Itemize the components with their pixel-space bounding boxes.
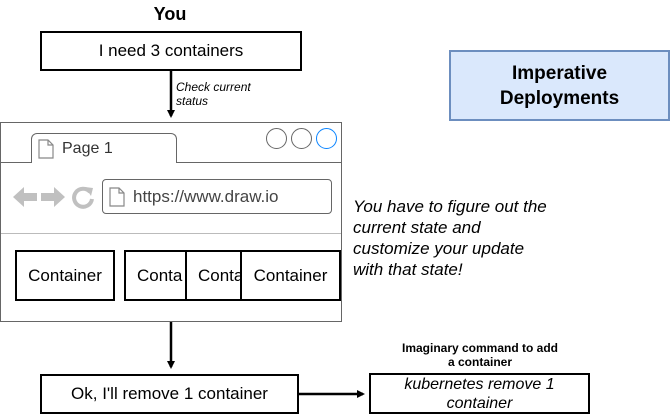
request-text: I need 3 containers	[98, 41, 244, 60]
command-line-1: kubernetes remove 1	[404, 375, 555, 393]
explanation-note: You have to figure out the current state…	[353, 196, 583, 280]
container-label: Container	[28, 265, 102, 285]
remove-text: Ok, I'll remove 1 container	[71, 384, 268, 403]
you-label: You	[153, 4, 187, 24]
note-line: with that state!	[353, 260, 463, 279]
title-line-1: Imperative	[511, 62, 608, 84]
url-bar[interactable]: https://www.draw.io	[102, 179, 332, 214]
command-box: kubernetes remove 1 container	[369, 373, 590, 414]
container-label: Conta	[198, 265, 244, 285]
close-button[interactable]	[316, 128, 337, 149]
page-icon	[38, 138, 54, 159]
reload-icon[interactable]	[71, 185, 95, 214]
check-line-1: Check current	[176, 80, 251, 94]
check-line-2: status	[176, 94, 209, 108]
maximize-button[interactable]	[291, 128, 312, 149]
forward-arrow-icon[interactable]	[40, 185, 66, 212]
container-label: Conta	[137, 265, 183, 285]
container-box: Conta	[124, 250, 196, 301]
command-caption-line-1: Imaginary command to add	[401, 341, 559, 355]
check-status-label: Check current status	[176, 80, 251, 108]
title-line-2: Deployments	[499, 87, 620, 109]
container-box: Container	[15, 250, 115, 301]
tab-label: Page 1	[62, 139, 113, 157]
command-caption: Imaginary command to add a container	[390, 341, 570, 369]
container-box: Conta	[185, 250, 245, 301]
note-line: You have to figure out the	[353, 197, 547, 216]
container-label: Container	[253, 265, 328, 285]
url-page-icon	[109, 186, 125, 207]
note-line: customize your update	[353, 239, 525, 258]
command-caption-line-2: a container	[447, 355, 513, 369]
remove-box: Ok, I'll remove 1 container	[40, 374, 299, 414]
minimize-button[interactable]	[266, 128, 287, 149]
note-line: current state and	[353, 218, 481, 237]
back-arrow-icon[interactable]	[12, 185, 38, 212]
request-box: I need 3 containers	[40, 31, 302, 71]
title-box: Imperative Deployments	[449, 50, 670, 121]
browser-tab[interactable]: Page 1	[31, 133, 177, 163]
container-box: Container	[240, 250, 341, 301]
command-line-2: container	[446, 394, 513, 412]
url-text: https://www.draw.io	[133, 186, 279, 206]
toolbar-divider	[1, 233, 341, 234]
